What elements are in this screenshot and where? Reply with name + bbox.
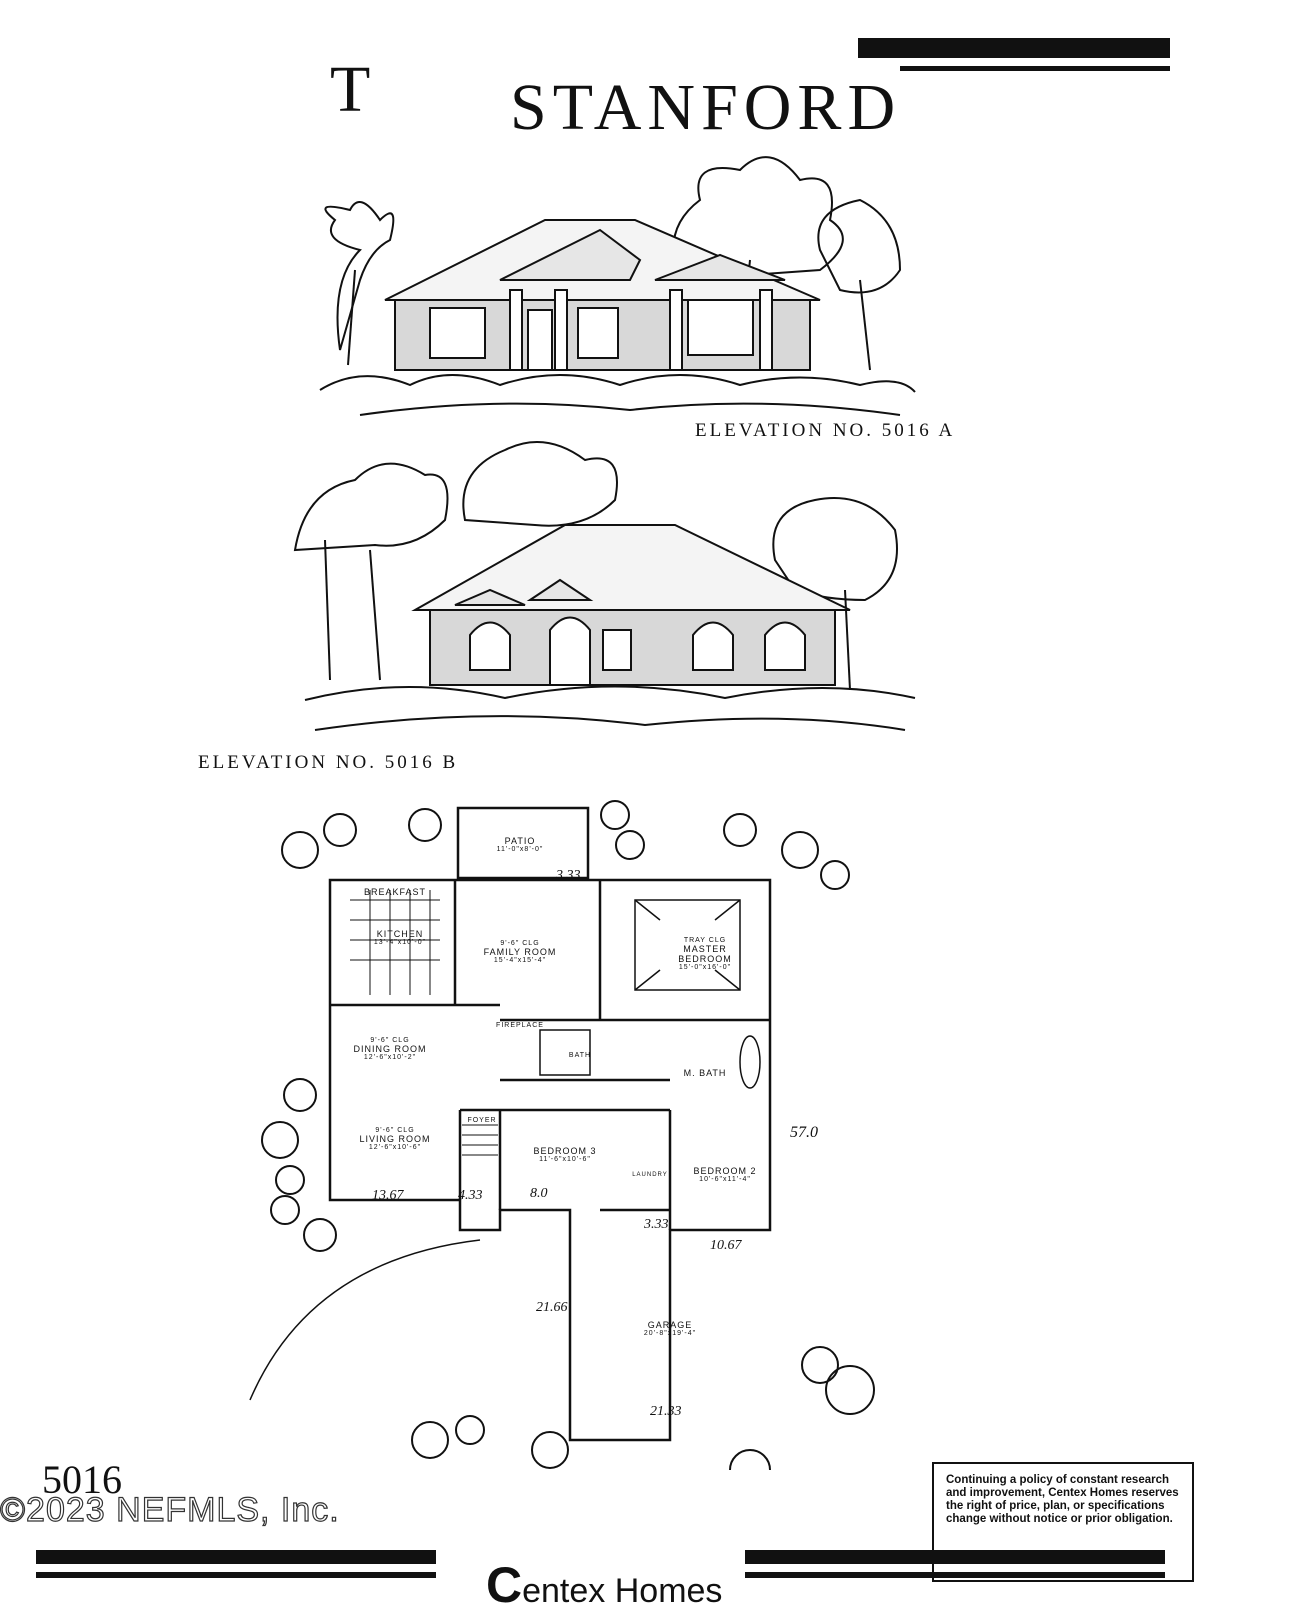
dim-note: 10.67 bbox=[710, 1238, 742, 1253]
room-breakfast-name: BREAKFAST bbox=[363, 887, 426, 897]
footer-bar-left-thick bbox=[36, 1550, 436, 1564]
room-dining: 9'-6" CLG DINING ROOM 12'-6"x10'-2" bbox=[335, 1037, 445, 1061]
dim-note: 21.33 bbox=[650, 1404, 682, 1419]
page-title: STANFORD bbox=[510, 71, 902, 144]
room-bedroom-3-name: BEDROOM 3 bbox=[533, 1146, 597, 1156]
dim-note: 3.33 bbox=[644, 1217, 669, 1232]
room-bath: BATH bbox=[560, 1052, 600, 1059]
dim-note: 3.33 bbox=[556, 868, 581, 883]
room-dining-name: DINING ROOM bbox=[353, 1044, 427, 1054]
room-bedroom-2-name: BEDROOM 2 bbox=[693, 1166, 757, 1176]
header-bar-thin bbox=[900, 66, 1170, 71]
room-foyer-name: FOYER bbox=[467, 1117, 497, 1124]
room-patio: PATIO 11'-0"x8'-0" bbox=[470, 836, 570, 853]
room-laundry: LAUNDRY bbox=[630, 1172, 670, 1178]
plan-number: 5016 bbox=[42, 1457, 122, 1502]
room-kitchen-name: KITCHEN bbox=[376, 929, 424, 939]
room-bedroom-2-size: 10'-6"x11'-4" bbox=[699, 1176, 751, 1183]
room-family-note: 9'-6" CLG bbox=[500, 940, 540, 947]
elevation-a-label: ELEVATION NO. 5016 A bbox=[695, 420, 956, 441]
room-fireplace: FIREPLACE bbox=[490, 1022, 550, 1029]
elevation-b-illustration bbox=[293, 441, 916, 731]
room-master: TRAY CLG MASTER BEDROOM 15'-0"x16'-0" bbox=[665, 937, 745, 971]
room-dining-note: 9'-6" CLG bbox=[370, 1037, 410, 1044]
tree-cluster-right bbox=[672, 156, 844, 282]
room-kitchen: KITCHEN 13'-4"x10'-0" bbox=[355, 929, 445, 946]
room-laundry-name: LAUNDRY bbox=[632, 1172, 668, 1178]
room-living-name: LIVING ROOM bbox=[359, 1134, 431, 1144]
palm-tree-left bbox=[324, 201, 395, 351]
room-living-note: 9'-6" CLG bbox=[375, 1127, 415, 1134]
room-family-name: FAMILY ROOM bbox=[483, 947, 557, 957]
corner-letter: T bbox=[330, 53, 371, 126]
room-family: 9'-6" CLG FAMILY ROOM 15'-4"x15'-4" bbox=[465, 940, 575, 964]
room-master-size: 15'-0"x16'-0" bbox=[678, 964, 732, 971]
room-garage-size: 20'-8"x19'-4" bbox=[643, 1330, 697, 1337]
kitchen-cabinets bbox=[350, 890, 440, 995]
room-fireplace-name: FIREPLACE bbox=[496, 1022, 544, 1029]
room-bedroom-2: BEDROOM 2 10'-6"x11'-4" bbox=[680, 1166, 770, 1183]
patio-outline bbox=[456, 806, 590, 880]
brand-name: entex Homes bbox=[522, 1572, 723, 1610]
footer-bar-right-thin bbox=[745, 1572, 1165, 1578]
room-master-name: MASTER BEDROOM bbox=[678, 944, 732, 964]
dim-note: 13.67 bbox=[372, 1188, 404, 1203]
disclaimer-text: Continuing a policy of constant research… bbox=[946, 1474, 1179, 1525]
header-bar-thick bbox=[858, 38, 1170, 58]
room-garage: GARAGE 20'-8"x19'-4" bbox=[615, 1320, 725, 1337]
brand-initial: C bbox=[486, 1557, 523, 1613]
elevation-a-illustration bbox=[319, 156, 916, 416]
room-breakfast: BREAKFAST bbox=[350, 887, 440, 897]
room-foyer: FOYER bbox=[462, 1117, 502, 1124]
floor-plan bbox=[249, 800, 875, 1470]
room-living-size: 12'-6"x10'-6" bbox=[368, 1144, 422, 1151]
room-patio-size: 11'-0"x8'-0" bbox=[496, 846, 544, 853]
disclaimer-box: Continuing a policy of constant research… bbox=[932, 1462, 1194, 1582]
room-m-bath: M. BATH bbox=[675, 1068, 735, 1078]
room-master-note: TRAY CLG bbox=[683, 937, 727, 944]
room-garage-name: GARAGE bbox=[647, 1320, 693, 1330]
room-bedroom-3-size: 11'-6"x10'-6" bbox=[539, 1156, 591, 1163]
room-living: 9'-6" CLG LIVING ROOM 12'-6"x10'-6" bbox=[340, 1127, 450, 1151]
room-family-size: 15'-4"x15'-4" bbox=[493, 957, 547, 964]
room-dining-size: 12'-6"x10'-2" bbox=[363, 1054, 417, 1061]
room-bedroom-3: BEDROOM 3 11'-6"x10'-6" bbox=[520, 1146, 610, 1163]
footer-bar-right-thick bbox=[745, 1550, 1165, 1564]
dim-note: 57.0 bbox=[790, 1124, 818, 1141]
dim-note: 4.33 bbox=[458, 1188, 483, 1203]
footer-bar-left-thin bbox=[36, 1572, 436, 1578]
room-patio-name: PATIO bbox=[504, 836, 536, 846]
brand-logo: Centex Homes bbox=[486, 1556, 722, 1614]
dim-note: 8.0 bbox=[530, 1186, 548, 1201]
room-bath-name: BATH bbox=[568, 1052, 592, 1059]
dim-note: 21.66 bbox=[536, 1300, 568, 1315]
landscaping-shrubs bbox=[261, 800, 875, 1470]
copyright-watermark: ©2023 NEFMLS, Inc. bbox=[0, 1490, 340, 1529]
room-kitchen-size: 13'-4"x10'-0" bbox=[373, 939, 427, 946]
elevation-b-label: ELEVATION NO. 5016 B bbox=[198, 752, 459, 773]
foyer-steps bbox=[462, 1124, 498, 1156]
room-m-bath-name: M. BATH bbox=[683, 1068, 727, 1078]
